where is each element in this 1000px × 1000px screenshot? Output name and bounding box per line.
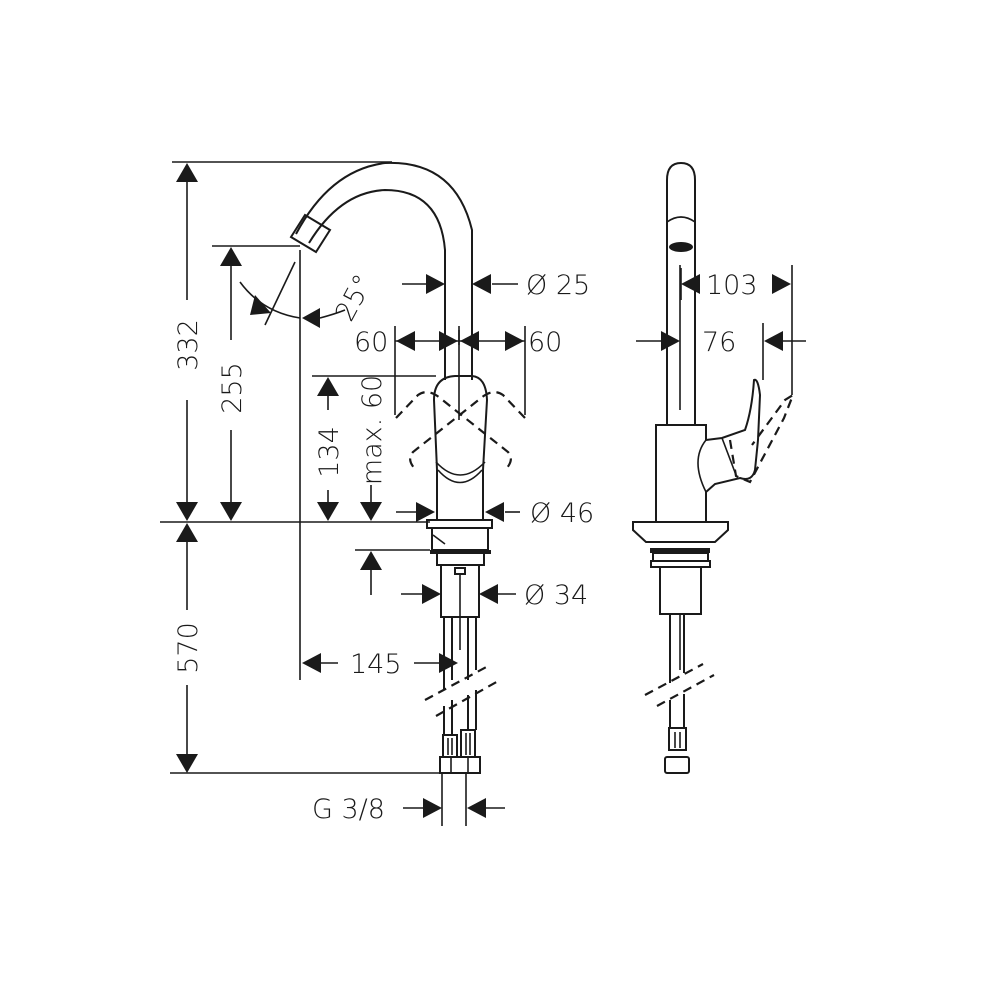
label-spout-tube-diameter: Ø 25 [526,270,590,301]
dim-overall-height: 332 [173,163,204,521]
label-overall-height: 332 [173,319,204,371]
side-hose [644,614,715,774]
dim-connection-thread: G 3/8 [312,773,505,826]
supply-hoses [424,617,501,774]
dim-lever-depth: 103 [680,265,793,395]
dim-lever-swing: 60 60 [354,326,562,415]
side-view: 103 76 [632,161,806,774]
label-lever-swing-left: 60 [354,327,388,358]
label-hose-length: 570 [173,622,204,674]
label-max-mounting-thickness: max. 60 [357,375,388,485]
label-spout-angle: 25° [330,270,380,327]
dim-spout-tube-diameter: Ø 25 [402,270,590,301]
label-body-height: 134 [314,426,345,478]
dim-shank-diameter: Ø 34 [401,580,588,611]
label-lever-swing-right: 60 [528,327,562,358]
front-view: 332 255 25° Ø 25 [160,161,594,826]
lever-swing-outline [395,391,526,471]
dim-hose-length: 570 [173,523,204,773]
side-spout [666,161,696,425]
label-spout-outlet-height: 255 [217,362,248,414]
label-shank-diameter: Ø 34 [524,580,588,611]
label-lever-depth: 103 [706,270,758,301]
dim-max-mounting-thickness: max. 60 [357,375,388,595]
dim-body-height: 134 [314,377,345,521]
side-body [632,378,796,670]
dim-spout-outlet-height: 255 [217,247,248,521]
label-lever-offset: 76 [702,327,736,358]
label-body-diameter: Ø 46 [530,498,594,529]
dim-spout-reach: 145 [302,649,458,680]
label-spout-reach: 145 [350,649,402,680]
dim-lever-offset: 76 [636,323,806,380]
spout [289,161,473,380]
dim-body-diameter: Ø 46 [396,498,594,529]
faucet-body [426,330,493,650]
label-connection-thread: G 3/8 [312,794,385,825]
